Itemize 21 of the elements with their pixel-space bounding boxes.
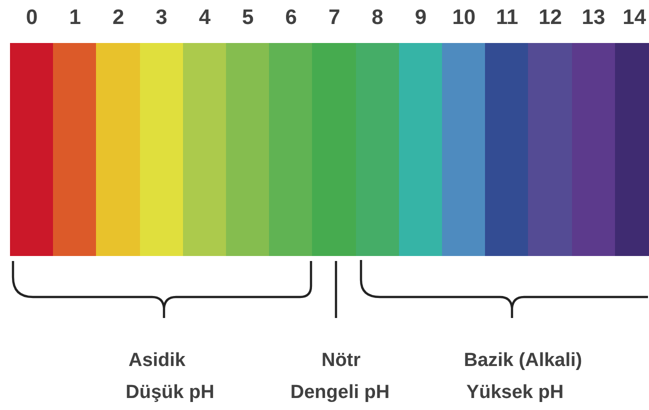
ph-number: 14 — [622, 6, 646, 30]
range-label: Bazik (Alkali) — [464, 350, 582, 372]
range-label: Düşük pH — [126, 382, 214, 404]
ph-number: 7 — [328, 6, 340, 30]
range-label: Yüksek pH — [466, 382, 564, 404]
ph-number: 6 — [285, 6, 297, 30]
ph-number: 11 — [496, 6, 518, 30]
ph-number: 8 — [372, 6, 384, 30]
ph-number: 12 — [538, 6, 562, 30]
ph-number: 3 — [156, 6, 168, 30]
ph-number: 1 — [69, 6, 81, 30]
ph-number: 13 — [582, 6, 606, 30]
ph-number: 0 — [26, 6, 38, 30]
range-label: Dengeli pH — [290, 382, 390, 404]
range-label: Asidik — [128, 350, 186, 372]
ph-number: 10 — [452, 6, 476, 30]
ph-number: 9 — [414, 6, 427, 30]
ph-number: 5 — [242, 6, 254, 30]
ph-number: 2 — [112, 6, 124, 30]
range-label: Nötr — [321, 350, 361, 372]
ph-number: 4 — [198, 6, 211, 30]
